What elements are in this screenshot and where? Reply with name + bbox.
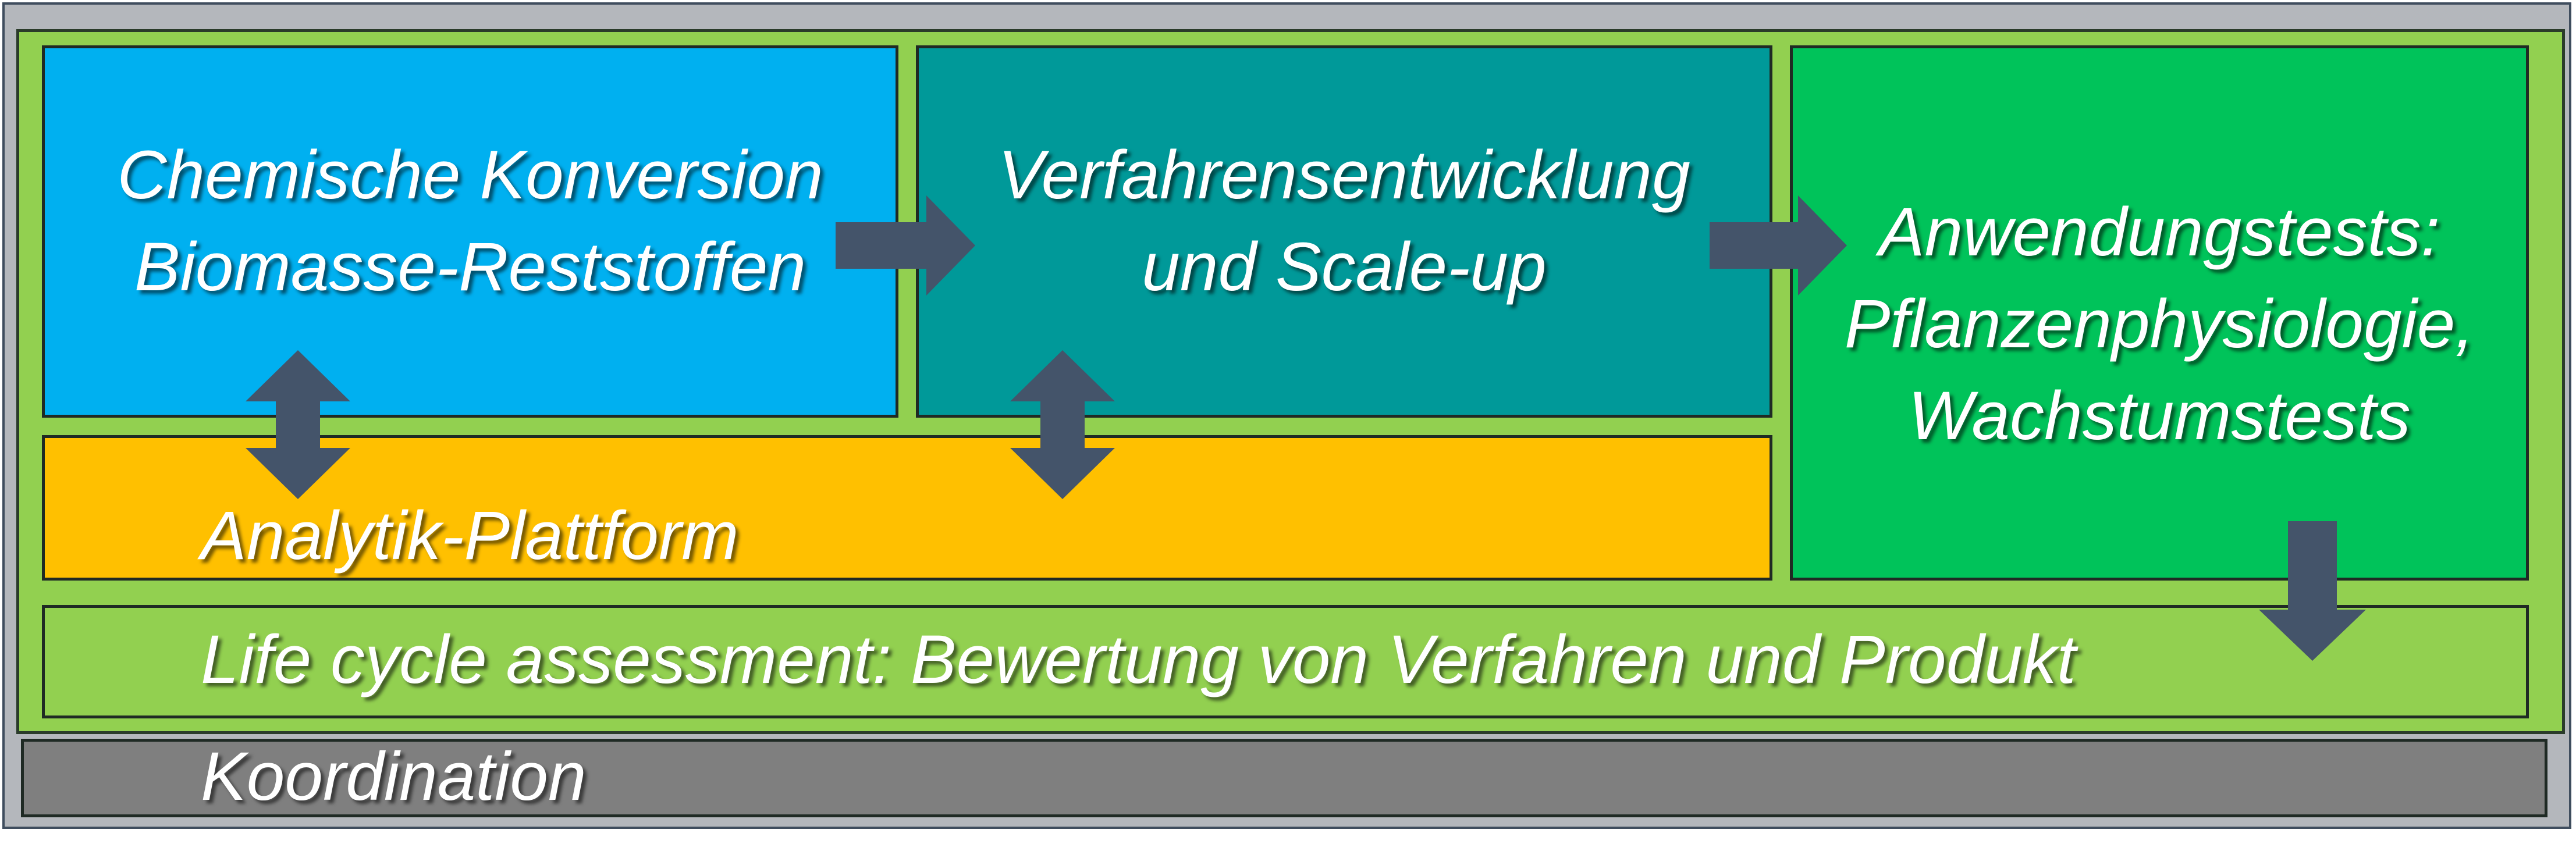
process-development-line-2: und Scale-up bbox=[1142, 229, 1547, 305]
coordination-bar bbox=[21, 739, 2547, 817]
chemical-conversion-box bbox=[42, 45, 898, 418]
application-tests-label: Anwendungstests: Pflanzenphysiologie, Wa… bbox=[1790, 186, 2529, 462]
process-development-label: Verfahrensentwicklung und Scale-up bbox=[916, 129, 1772, 313]
lca-bar bbox=[42, 605, 2529, 718]
lca-label: Life cycle assessment: Bewertung von Ver… bbox=[201, 621, 2076, 698]
application-tests-box bbox=[1790, 45, 2529, 581]
coordination-label: Koordination bbox=[201, 738, 587, 815]
application-tests-line-2: Pflanzenphysiologie, bbox=[1844, 286, 2475, 362]
chemical-conversion-line-1: Chemische Konversion bbox=[117, 137, 823, 213]
application-tests-line-1: Anwendungstests: bbox=[1878, 194, 2440, 270]
chemical-conversion-line-2: Biomasse-Reststoffen bbox=[134, 229, 806, 305]
analytics-platform-label: Analytik-Plattform bbox=[201, 497, 739, 574]
chemical-conversion-label: Chemische Konversion Biomasse-Reststoffe… bbox=[42, 129, 898, 313]
application-tests-line-3: Wachstumstests bbox=[1908, 378, 2411, 454]
process-development-line-1: Verfahrensentwicklung bbox=[998, 137, 1690, 213]
